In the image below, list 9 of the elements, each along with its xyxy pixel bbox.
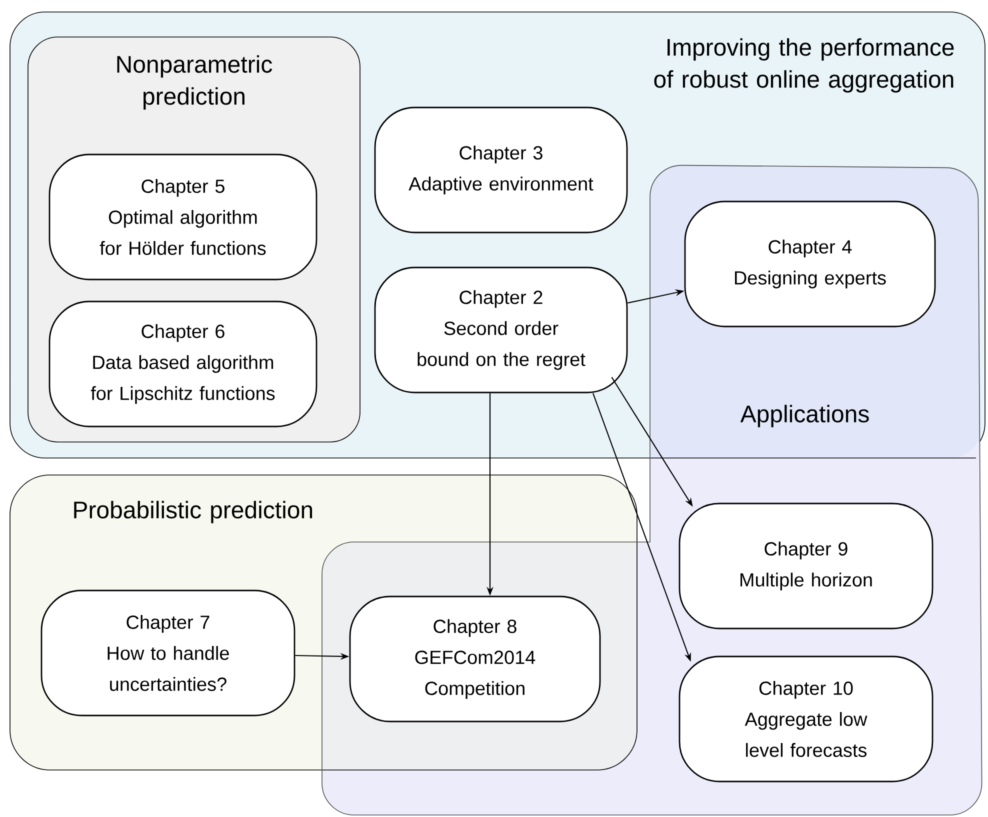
chapter-box: Chapter 4 Designing experts [684, 200, 936, 328]
chapter-box: Chapter 10 Aggregate low level forecasts [678, 656, 934, 782]
chapter-box: Chapter 9 Multiple horizon [678, 502, 934, 630]
chapter-box: Chapter 5 Optimal algorithm for Hölder functions [48, 154, 318, 280]
chapter-box: Chapter 7 How to handle uncertainties? [40, 590, 296, 716]
chapter-box: Chapter 8 GEFCom2014 Competition [349, 596, 601, 722]
chapter-box: Chapter 2 Second order bound on the regret [374, 266, 628, 394]
chapter-box: Chapter 6 Data based algorithm for Lipschitz functions [48, 300, 318, 428]
chapter-box: Chapter 3 Adaptive environment [374, 106, 628, 234]
